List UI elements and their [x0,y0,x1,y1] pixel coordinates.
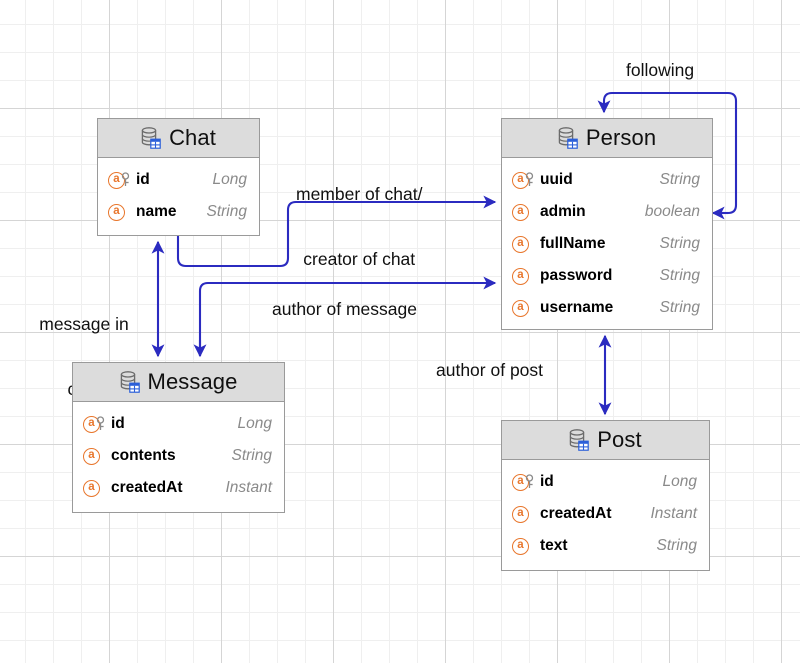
entity-header-post[interactable]: Post [502,421,709,460]
attribute-name: createdAt [111,479,183,496]
entity-header-person[interactable]: Person [502,119,712,158]
attribute-icon: a [512,202,538,222]
attribute-type: Long [237,415,272,432]
attribute-name: id [111,415,125,432]
attribute-icon: a [512,504,538,524]
entity-person[interactable]: Person a uuid String a admin boolean [501,118,713,330]
edge-label-author-of-post: author of post [436,360,544,380]
attribute-name: uuid [540,171,573,188]
attribute-icon: a [512,298,538,318]
entity-body-message: a id Long a contents String a createdAt [73,402,284,512]
attribute-type: Long [212,171,247,188]
edge-label-line-1: message in [39,313,129,334]
attribute-type: String [659,299,701,316]
attribute-row[interactable]: a id Long [83,408,272,440]
attribute-key-icon: a [512,170,538,190]
entity-title-person: Person [585,125,657,150]
entity-post[interactable]: Post a id Long a createdAt Instant [501,420,710,571]
attribute-key-icon: a [108,170,134,190]
database-table-icon [558,127,578,149]
attribute-icon: a [512,234,538,254]
attribute-name: name [136,203,177,220]
attribute-key-icon: a [83,414,109,434]
entity-chat[interactable]: Chat a id Long a name [97,118,260,236]
edge-label-member-of-chat: member of chat/ creator of chat [296,140,422,315]
attribute-row[interactable]: a name String [108,196,247,228]
attribute-row[interactable]: a admin boolean [512,196,700,228]
attribute-row[interactable]: a password String [512,260,700,292]
attribute-icon: a [83,478,109,498]
entity-header-chat[interactable]: Chat [98,119,259,158]
attribute-name: id [540,473,554,490]
attribute-name: admin [540,203,586,220]
entity-message[interactable]: Message a id Long a contents String [72,362,285,513]
attribute-type: Long [662,473,697,490]
entity-title-chat: Chat [169,125,216,150]
database-table-icon [120,371,140,393]
attribute-icon: a [512,536,538,556]
attribute-key-icon: a [512,472,538,492]
entity-body-chat: a id Long a name String [98,158,259,236]
attribute-type: String [231,447,273,464]
attribute-icon: a [108,202,134,222]
edge-label-line-1: member of chat/ [296,183,423,204]
entity-body-post: a id Long a createdAt Instant a text S [502,460,709,570]
attribute-row[interactable]: a createdAt Instant [512,498,697,530]
database-table-icon [141,127,161,149]
entity-body-person: a uuid String a admin boolean a fullName [502,158,712,332]
edge-label-author-of-message: author of message [272,299,417,319]
entity-title-post: Post [597,427,642,452]
attribute-type: String [659,235,701,252]
attribute-type: boolean [644,203,700,220]
attribute-type: String [659,171,701,188]
attribute-row[interactable]: a text String [512,530,697,562]
entity-title-message: Message [147,369,238,394]
attribute-row[interactable]: a contents String [83,440,272,472]
database-table-icon [569,429,590,451]
entity-header-message[interactable]: Message [73,363,284,402]
attribute-name: password [540,267,613,284]
attribute-row[interactable]: a id Long [108,164,247,196]
edge-label-following: following [626,60,695,80]
attribute-row[interactable]: a fullName String [512,228,700,260]
attribute-row[interactable]: a id Long [512,466,697,498]
attribute-type: String [206,203,248,220]
attribute-icon: a [512,266,538,286]
attribute-name: contents [111,447,176,464]
attribute-type: Instant [225,479,272,496]
attribute-type: String [656,537,698,554]
attribute-type: Instant [650,505,697,522]
attribute-name: fullName [540,235,606,252]
attribute-name: createdAt [540,505,612,522]
attribute-icon: a [83,446,109,466]
attribute-row[interactable]: a uuid String [512,164,700,196]
attribute-row[interactable]: a username String [512,292,700,324]
edge-label-line-2: creator of chat [303,249,416,270]
attribute-row[interactable]: a createdAt Instant [83,472,272,504]
attribute-name: id [136,171,150,188]
attribute-type: String [659,267,701,284]
attribute-name: text [540,537,568,554]
attribute-name: username [540,299,614,316]
